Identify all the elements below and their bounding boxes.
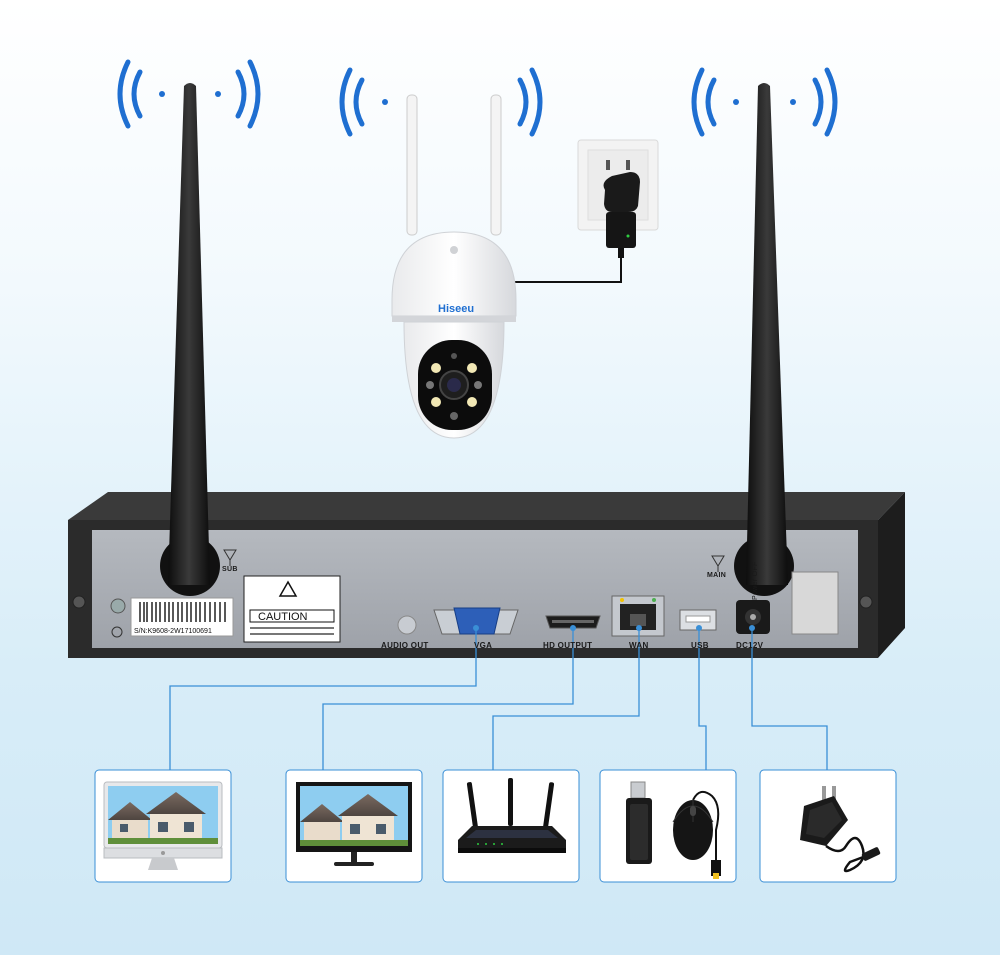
wifi-signal-icon-right [691, 67, 838, 137]
antenna-sub-label: SUB [222, 566, 238, 573]
power-switch [791, 571, 839, 635]
brand-logo: Hiseeu [438, 303, 474, 315]
caution-label [243, 575, 341, 643]
dc12v-power-port [736, 600, 770, 634]
power-off-label: Power OFF [752, 561, 759, 600]
usb-label: USB [691, 641, 709, 650]
audio-out-port [397, 615, 417, 635]
connector-lines [169, 628, 828, 770]
flat-monitor-icon [296, 782, 412, 866]
wifi-signal-icon-center [339, 67, 543, 137]
vga-label: VGA [474, 641, 493, 650]
antenna-symbol-icon-sub [223, 549, 237, 566]
imac-monitor-icon [103, 781, 223, 870]
power-adapter-icon [800, 786, 881, 873]
serial-number-sticker [130, 597, 234, 637]
wifi-signal-icon-left [117, 59, 261, 129]
wifi-router-icon [458, 778, 566, 853]
usb-drive-icon [626, 781, 652, 864]
ptz-camera [391, 94, 517, 439]
hd-output-port [545, 615, 601, 629]
caution-text: CAUTION [258, 611, 308, 623]
wan-label: WAN [629, 641, 649, 650]
serial-number-text: S/N:K9608-2W17100691 [134, 628, 212, 635]
antenna-symbol-icon-main [711, 555, 725, 572]
audio-out-label: AUDIO OUT [381, 641, 429, 650]
dc12v-label: DC12V [736, 641, 764, 650]
vga-port [433, 607, 519, 635]
antenna-main-label: MAIN [707, 572, 727, 579]
antenna-left [168, 83, 210, 585]
hd-output-label: HD OUTPUT [543, 641, 593, 650]
camera-power-adapter-icon [603, 172, 640, 258]
antenna-right [746, 83, 788, 585]
mouse-icon [672, 790, 721, 879]
connector-dots [473, 625, 755, 631]
camera-power-cable [500, 258, 622, 283]
